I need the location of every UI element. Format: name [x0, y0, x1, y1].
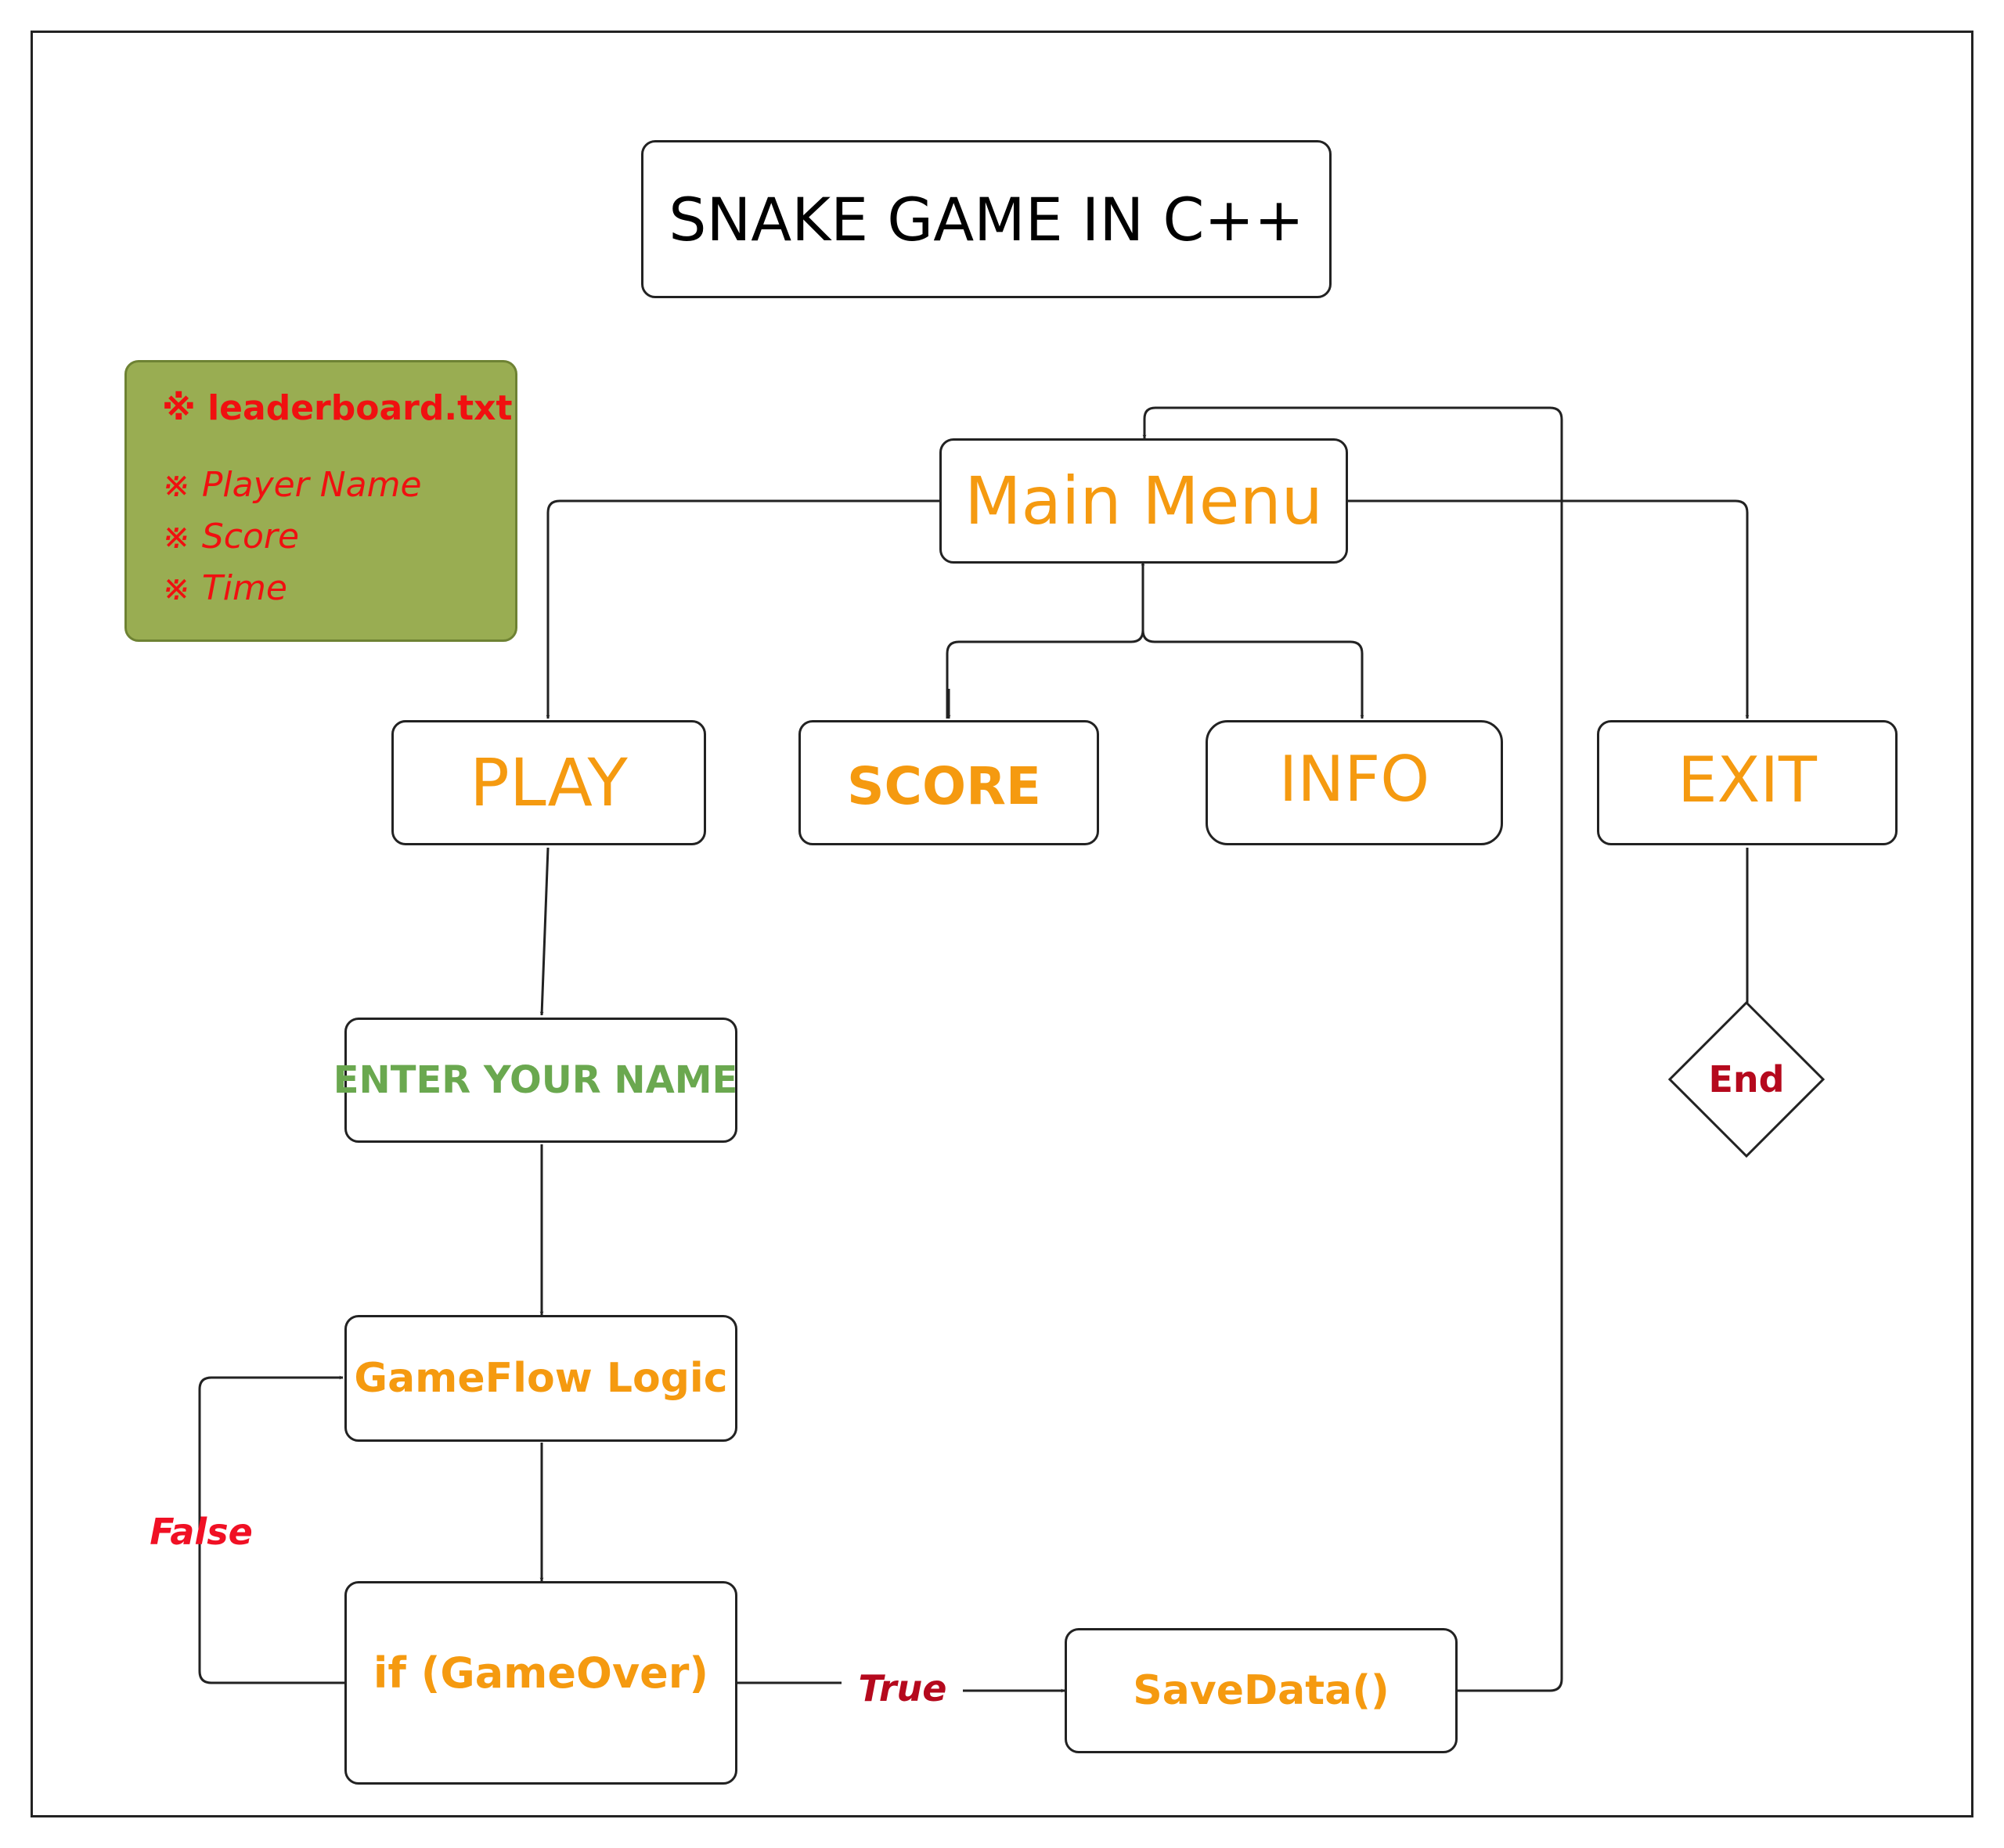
node-gameflow-text: GameFlow Logic	[354, 1355, 728, 1402]
edge-menu-to-exit	[1346, 499, 1750, 719]
note-item-time: ※ Time	[162, 568, 287, 608]
leaderboard-note: ※ leaderboard.txt ※ Player Name ※ Score …	[124, 360, 517, 642]
node-savedata-text: SaveData()	[1133, 1667, 1389, 1714]
note-header: ※ leaderboard.txt	[162, 388, 513, 428]
node-enter-name: ENTER YOUR NAME	[333, 1018, 737, 1143]
node-info: INFO	[1206, 720, 1503, 845]
edge-label-false: False	[150, 1511, 253, 1553]
node-info-text: INFO	[1278, 742, 1430, 816]
node-score-text: SCORE	[847, 755, 1041, 816]
diagram-title: SNAKE GAME IN C++	[641, 140, 1332, 298]
node-play-text: PLAY	[470, 744, 628, 821]
edge-menu-to-play	[546, 499, 939, 719]
edge-savedata-to-menu	[1142, 406, 1563, 1692]
node-gameflow: GameFlow Logic	[344, 1315, 737, 1442]
node-savedata: SaveData()	[1065, 1628, 1458, 1753]
node-gameover: if (GameOver)	[344, 1581, 737, 1785]
edge-false-loop	[198, 1375, 344, 1684]
node-exit-text: EXIT	[1678, 743, 1817, 816]
node-score: SCORE	[798, 720, 1099, 845]
node-gameover-text: if (GameOver)	[373, 1648, 709, 1698]
diagram-title-text: SNAKE GAME IN C++	[669, 184, 1304, 254]
edge-menu-to-info	[1141, 629, 1364, 719]
node-enter-name-text: ENTER YOUR NAME	[333, 1058, 738, 1102]
node-end-text: End	[1708, 1058, 1785, 1101]
note-item-player-name: ※ Player Name	[162, 465, 422, 505]
edge-score-to-menu	[946, 561, 1145, 719]
end-diamond-shape	[1668, 1001, 1825, 1158]
edge-play-to-enter-name	[539, 847, 550, 1016]
node-exit: EXIT	[1597, 720, 1898, 845]
node-main-menu-text: Main Menu	[964, 463, 1323, 539]
node-main-menu: Main Menu	[939, 438, 1348, 564]
node-play: PLAY	[391, 720, 706, 845]
diagram-frame	[31, 31, 1973, 1817]
edge-label-true: True	[858, 1667, 947, 1709]
note-item-score: ※ Score	[162, 517, 300, 557]
node-end: End	[1668, 1001, 1825, 1158]
